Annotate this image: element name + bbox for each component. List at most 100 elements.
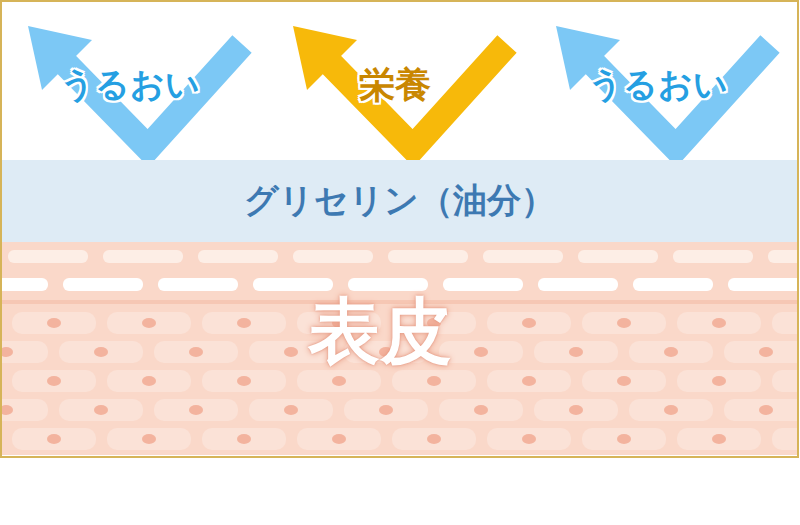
skin-cell	[154, 341, 238, 363]
cell-nucleus	[712, 376, 726, 386]
skin-cell	[249, 399, 333, 421]
cell-nucleus	[617, 376, 631, 386]
cell-nucleus	[759, 347, 773, 357]
cell-nucleus	[759, 405, 773, 415]
horny-cell	[633, 278, 713, 291]
cell-nucleus	[94, 347, 108, 357]
horny-cell	[63, 278, 143, 291]
horny-cell	[578, 250, 658, 263]
skin-cell	[772, 370, 797, 392]
cells	[2, 250, 797, 450]
skin-cell	[297, 370, 381, 392]
horny-cell	[443, 278, 523, 291]
arrow-head	[293, 26, 357, 90]
skin-cell	[487, 428, 571, 450]
frame-border	[1, 1, 798, 457]
horny-cell	[768, 250, 797, 263]
cell-nucleus	[142, 376, 156, 386]
cell-nucleus	[569, 347, 583, 357]
horny-cell	[103, 250, 183, 263]
cell-nucleus	[142, 318, 156, 328]
skin-cell	[582, 370, 666, 392]
cell-nucleus	[2, 347, 13, 357]
cell-nucleus	[617, 318, 631, 328]
horny-cell	[673, 250, 753, 263]
skin-cell	[534, 341, 618, 363]
horny-cell	[2, 278, 48, 291]
arrow-body	[327, 44, 507, 148]
skin-cell	[154, 399, 238, 421]
cell-nucleus	[522, 434, 536, 444]
skin-cell	[392, 428, 476, 450]
cell-nucleus	[332, 376, 346, 386]
moisture-arrow: うるおい	[20, 18, 255, 163]
horny-cell	[728, 278, 797, 291]
cell-nucleus	[712, 434, 726, 444]
horny-cell	[388, 250, 468, 263]
skin-cell	[487, 312, 571, 334]
moisture-arrow: うるおい	[548, 18, 783, 163]
skin-cell	[534, 399, 618, 421]
skin-cell	[12, 312, 96, 334]
cell-nucleus	[142, 434, 156, 444]
cell-nucleus	[237, 318, 251, 328]
epidermis-layer: 表皮	[2, 242, 797, 455]
skin-cell	[107, 312, 191, 334]
arrow-label: うるおい	[60, 62, 200, 108]
cell-nucleus	[189, 405, 203, 415]
cell-nucleus	[379, 405, 393, 415]
skin-cell	[439, 399, 523, 421]
skin-cell	[582, 428, 666, 450]
cell-nucleus	[284, 347, 298, 357]
cell-nucleus	[47, 434, 61, 444]
horny-cell	[198, 250, 278, 263]
skin-cell	[582, 312, 666, 334]
cell-nucleus	[712, 318, 726, 328]
horny-cell	[483, 250, 563, 263]
cell-nucleus	[189, 347, 203, 357]
skin-cell	[677, 370, 761, 392]
cell-nucleus	[237, 376, 251, 386]
horny-cell	[8, 250, 88, 263]
cell-nucleus	[474, 405, 488, 415]
glycerin-band: グリセリン（油分）	[2, 160, 797, 242]
cell-nucleus	[664, 405, 678, 415]
skin-cell	[724, 341, 797, 363]
skin-cell	[107, 428, 191, 450]
skin-cell	[344, 399, 428, 421]
cell-nucleus	[94, 405, 108, 415]
skin-cell	[772, 428, 797, 450]
cell-nucleus	[427, 434, 441, 444]
skin-cell	[12, 370, 96, 392]
skin-cell	[12, 428, 96, 450]
skin-cell	[2, 399, 48, 421]
skin-cell	[677, 428, 761, 450]
cell-nucleus	[332, 434, 346, 444]
skin-cell	[202, 428, 286, 450]
cell-nucleus	[569, 405, 583, 415]
skin-cell	[202, 370, 286, 392]
layer-label: 表皮	[308, 284, 452, 380]
skin-cell	[297, 428, 381, 450]
skin-cell	[202, 312, 286, 334]
cell-nucleus	[522, 376, 536, 386]
skin-cell	[724, 399, 797, 421]
horny-cell	[158, 278, 238, 291]
cell-nucleus	[427, 376, 441, 386]
cell-nucleus	[47, 318, 61, 328]
skin-cell	[392, 370, 476, 392]
arrow-label: 栄養	[359, 61, 431, 110]
skin-cell	[629, 341, 713, 363]
skin-cell	[677, 312, 761, 334]
skin-cell	[59, 341, 143, 363]
cell-nucleus	[474, 347, 488, 357]
skin-cell	[107, 370, 191, 392]
cell-nucleus	[522, 318, 536, 328]
cell-nucleus	[664, 347, 678, 357]
skin-cell	[772, 312, 797, 334]
horny-cell	[538, 278, 618, 291]
cell-nucleus	[2, 405, 13, 415]
cell-nucleus	[237, 434, 251, 444]
band-label: グリセリン（油分）	[244, 178, 555, 224]
